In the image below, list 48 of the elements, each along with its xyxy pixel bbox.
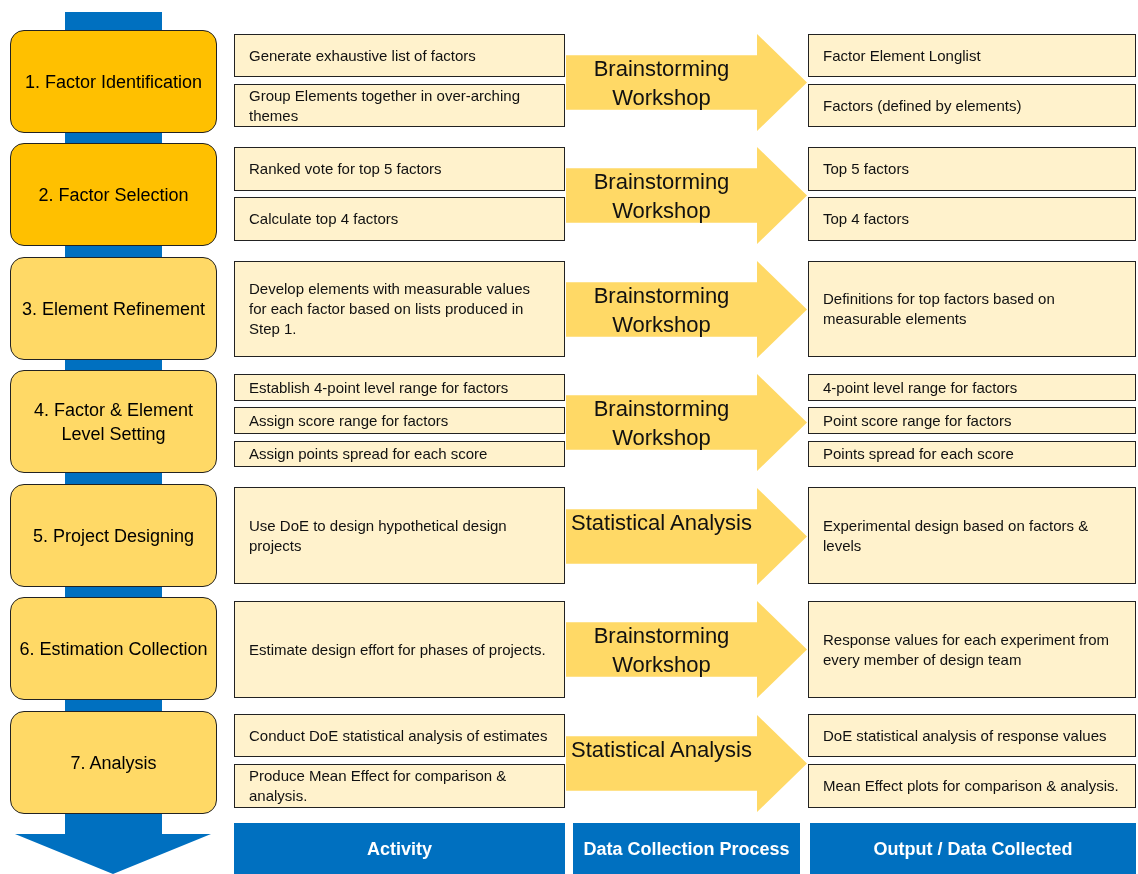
step-box: 7. Analysis (10, 711, 217, 814)
text-box: Mean Effect plots for comparison & analysis. (808, 764, 1136, 808)
text-box: 4-point level range for factors (808, 374, 1136, 401)
arrow (566, 715, 807, 812)
arrow (566, 374, 807, 471)
text-box: Group Elements together in over-arching themes (234, 84, 565, 127)
column-header: Activity (234, 823, 565, 874)
arrow (566, 34, 807, 131)
step-box: 4. Factor & Element Level Setting (10, 370, 217, 473)
column-header: Data Collection Process (573, 823, 800, 874)
text-box: Experimental design based on factors & levels (808, 487, 1136, 584)
edge-label: Brainstorming Workshop (592, 621, 731, 679)
text-box: Ranked vote for top 5 factors (234, 147, 565, 191)
edge-label: Brainstorming Workshop (592, 281, 731, 339)
arrow (566, 601, 807, 698)
text-box: Points spread for each score (808, 441, 1136, 467)
text-box: Develop elements with measurable values for each factor based on lists produced in Step 1. (234, 261, 565, 357)
text-box: Point score range for factors (808, 407, 1136, 434)
text-box: Assign points spread for each score (234, 441, 565, 467)
arrow (566, 261, 807, 358)
step-box: 3. Element Refinement (10, 257, 217, 360)
step-box: 6. Estimation Collection (10, 597, 217, 700)
text-box: Use DoE to design hypothetical design projects (234, 487, 565, 584)
text-box: Assign score range for factors (234, 407, 565, 434)
text-box: Response values for each experiment from every member of design team (808, 601, 1136, 698)
text-box: DoE statistical analysis of response values (808, 714, 1136, 757)
edge-label: Brainstorming Workshop (592, 54, 731, 112)
arrow (566, 488, 807, 585)
text-box: Definitions for top factors based on measurable elements (808, 261, 1136, 357)
text-box: Estimate design effort for phases of projects. (234, 601, 565, 698)
text-box: Top 4 factors (808, 197, 1136, 241)
step-box: 1. Factor Identification (10, 30, 217, 133)
edge-label: Statistical Analysis (570, 508, 753, 537)
text-box: Factor Element Longlist (808, 34, 1136, 77)
arrow (566, 147, 807, 244)
text-box: Conduct DoE statistical analysis of estimates (234, 714, 565, 757)
text-box: Generate exhaustive list of factors (234, 34, 565, 77)
text-box: Calculate top 4 factors (234, 197, 565, 241)
step-box: 5. Project Designing (10, 484, 217, 587)
text-box: Top 5 factors (808, 147, 1136, 191)
text-box: Establish 4-point level range for factors (234, 374, 565, 401)
edge-label: Brainstorming Workshop (592, 394, 731, 452)
edge-label: Statistical Analysis (570, 735, 753, 764)
text-box: Produce Mean Effect for comparison & analysis. (234, 764, 565, 808)
column-header: Output / Data Collected (810, 823, 1136, 874)
step-box: 2. Factor Selection (10, 143, 217, 246)
edge-label: Brainstorming Workshop (592, 167, 731, 225)
text-box: Factors (defined by elements) (808, 84, 1136, 127)
